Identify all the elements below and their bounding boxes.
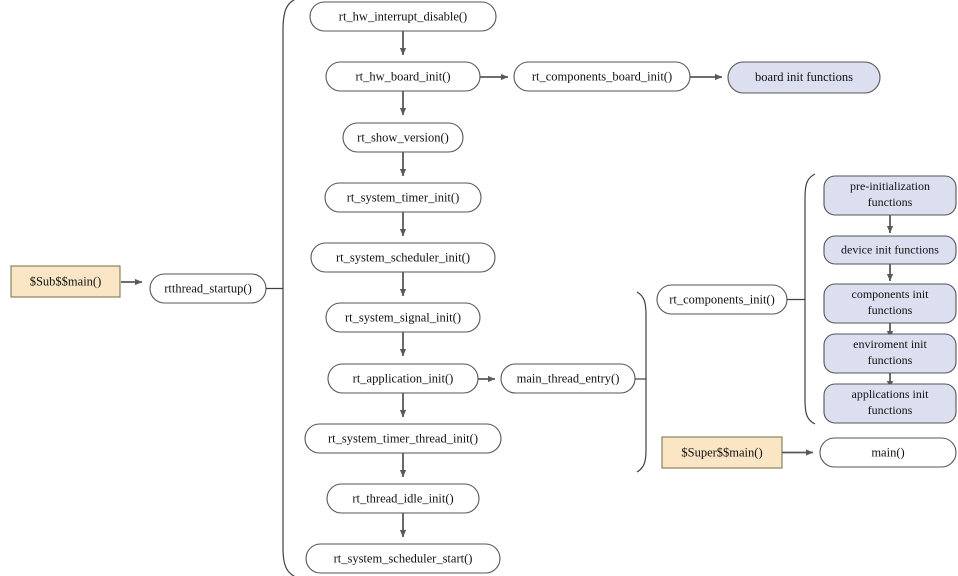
node-super-main[interactable]: $Super$$main() bbox=[661, 436, 783, 469]
rt-thread-idle-init-label: rt_thread_idle_init() bbox=[352, 491, 453, 505]
node-rt-system-timer-thread-init[interactable]: rt_system_timer_thread_init() bbox=[304, 423, 502, 454]
node-rt-components-board-init[interactable]: rt_components_board_init() bbox=[513, 61, 691, 92]
components-init-functions-line1: components init bbox=[852, 287, 930, 301]
main-box[interactable] bbox=[819, 437, 957, 468]
node-rt-show-version[interactable]: rt_show_version() bbox=[342, 122, 464, 153]
components-init-functions-line2: functions bbox=[868, 303, 913, 317]
rt-system-timer-thread-init-label: rt_system_timer_thread_init() bbox=[328, 431, 478, 445]
rt-system-scheduler-start-label: rt_system_scheduler_start() bbox=[334, 551, 473, 565]
rt-system-scheduler-init-label: rt_system_scheduler_init() bbox=[336, 250, 470, 264]
rt-system-timer-init-label: rt_system_timer_init() bbox=[347, 190, 459, 204]
applications-init-functions-line1: applications init bbox=[852, 387, 930, 401]
rt-components-init-label: rt_components_init() bbox=[669, 292, 775, 306]
rt-hw-board-init-label: rt_hw_board_init() bbox=[355, 69, 450, 83]
init-functions-brace bbox=[804, 173, 816, 425]
applications-init-functions-line2: functions bbox=[868, 403, 913, 417]
enviroment-init-functions-line1: enviroment init bbox=[853, 337, 927, 351]
board-init-functions-box[interactable] bbox=[727, 61, 881, 94]
rt-hw-interrupt-disable-label: rt_hw_interrupt_disable() bbox=[339, 9, 467, 23]
node-board-init-functions[interactable]: board init functions bbox=[727, 61, 881, 94]
super-main-label: $Super$$main() bbox=[681, 445, 762, 459]
main-thread-entry-label: main_thread_entry() bbox=[517, 371, 620, 385]
main-sequence-brace bbox=[282, 0, 296, 576]
node-device-init-functions[interactable]: device init functions bbox=[823, 235, 957, 265]
node-rt-system-scheduler-start[interactable]: rt_system_scheduler_start() bbox=[305, 543, 501, 574]
node-rtthread-startup[interactable]: rtthread_startup() bbox=[149, 273, 267, 304]
enviroment-init-functions-line2: functions bbox=[868, 353, 913, 367]
main-label: main() bbox=[871, 445, 904, 459]
pre-initialization-functions-line2: functions bbox=[868, 195, 913, 209]
board-init-functions-label: board init functions bbox=[755, 70, 853, 84]
init-functions-group: pre-initialization functions device init… bbox=[823, 175, 957, 424]
sub-main-box[interactable] bbox=[10, 265, 121, 298]
device-init-functions-line1: device init functions bbox=[841, 242, 939, 256]
rt-system-scheduler-start-box[interactable] bbox=[305, 543, 501, 574]
rtthread-startup-label: rtthread_startup() bbox=[164, 281, 251, 295]
node-sub-main[interactable]: $Sub$$main() bbox=[10, 265, 121, 298]
applications-init-functions-box[interactable] bbox=[823, 383, 957, 424]
node-rt-hw-board-init[interactable]: rt_hw_board_init() bbox=[325, 61, 481, 92]
node-rt-system-timer-init[interactable]: rt_system_timer_init() bbox=[324, 182, 482, 213]
node-main-thread-entry[interactable]: main_thread_entry() bbox=[500, 363, 636, 394]
node-main[interactable]: main() bbox=[819, 437, 957, 468]
node-applications-init-functions[interactable]: applications init functions bbox=[823, 383, 957, 424]
rt-system-signal-init-label: rt_system_signal_init() bbox=[345, 310, 461, 324]
node-rt-system-scheduler-init[interactable]: rt_system_scheduler_init() bbox=[310, 242, 496, 273]
pre-initialization-functions-line1: pre-initialization bbox=[850, 179, 930, 193]
rt-application-init-label: rt_application_init() bbox=[353, 371, 454, 385]
node-rt-components-init[interactable]: rt_components_init() bbox=[656, 284, 788, 315]
node-rt-hw-interrupt-disable[interactable]: rt_hw_interrupt_disable() bbox=[309, 1, 497, 32]
node-pre-initialization-functions[interactable]: pre-initialization functions bbox=[823, 175, 957, 216]
rt-show-version-label: rt_show_version() bbox=[357, 130, 449, 144]
super-main-box[interactable] bbox=[661, 436, 783, 469]
app-branch-brace bbox=[636, 291, 647, 473]
main-sequence-group: rt_hw_interrupt_disable() rt_hw_board_in… bbox=[304, 1, 502, 574]
sub-main-label: $Sub$$main() bbox=[30, 274, 102, 288]
node-rt-application-init[interactable]: rt_application_init() bbox=[327, 363, 479, 394]
node-rt-system-signal-init[interactable]: rt_system_signal_init() bbox=[325, 302, 481, 333]
rt-components-board-init-label: rt_components_board_init() bbox=[532, 69, 672, 83]
node-components-init-functions[interactable]: components init functions bbox=[823, 283, 957, 324]
node-rt-thread-idle-init[interactable]: rt_thread_idle_init() bbox=[326, 483, 480, 514]
node-enviroment-init-functions[interactable]: enviroment init functions bbox=[823, 333, 957, 374]
